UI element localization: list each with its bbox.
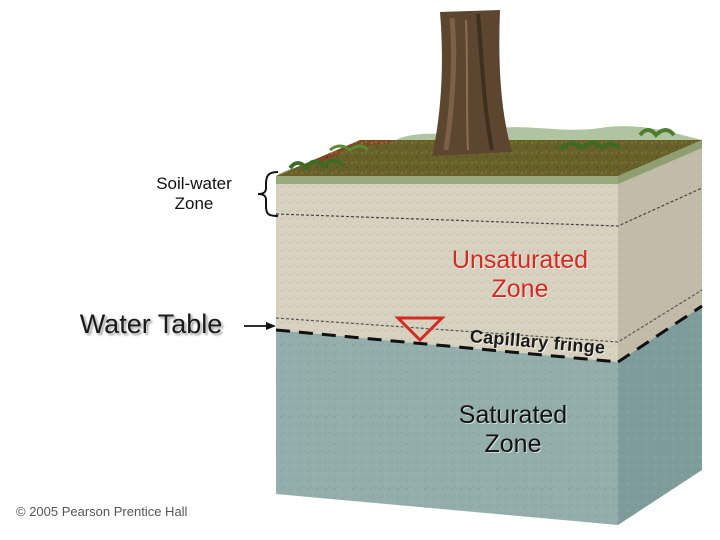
copyright-notice: © 2005 Pearson Prentice Hall <box>16 505 216 520</box>
water-table-label: Water Table <box>40 309 262 340</box>
curly-brace-icon <box>258 172 278 216</box>
soil-water-zone-label: Soil-water Zone <box>130 174 258 213</box>
unsaturated-zone-label: Unsaturated Zone <box>430 246 610 304</box>
saturated-zone-label: Saturated Zone <box>420 401 606 459</box>
tree-trunk <box>432 10 512 156</box>
